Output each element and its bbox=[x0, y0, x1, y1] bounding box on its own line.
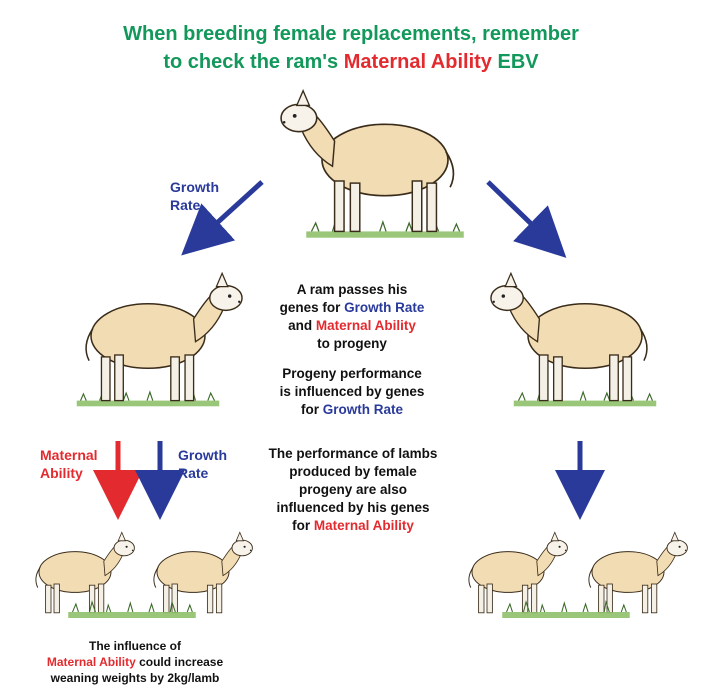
lamb-sheep-icon bbox=[589, 532, 688, 612]
growth-rate-highlight: Growth Rate bbox=[344, 300, 424, 315]
text-line: is influenced by genes bbox=[262, 383, 442, 401]
label-line: Growth bbox=[170, 178, 219, 196]
label-line: Growth bbox=[178, 446, 227, 464]
text-line: produced by female bbox=[250, 463, 456, 481]
center-paragraph-3: The performance of lambs produced by fem… bbox=[250, 445, 456, 535]
text-part: could increase bbox=[136, 655, 223, 669]
ewe-sheep-icon bbox=[491, 273, 656, 406]
growth-rate-label-left: Growth Rate bbox=[178, 446, 227, 482]
text-part: genes for bbox=[280, 300, 345, 315]
growth-rate-label-top: Growth Rate bbox=[170, 178, 219, 214]
maternal-ability-highlight: Maternal Ability bbox=[314, 518, 414, 533]
text-part: for bbox=[292, 518, 314, 533]
center-paragraph-1: A ram passes his genes for Growth Rate a… bbox=[262, 281, 442, 353]
arrow-icon bbox=[488, 182, 552, 244]
bottom-note: The influence of Maternal Ability could … bbox=[20, 638, 250, 686]
lamb-sheep-icon bbox=[36, 532, 135, 612]
text-line: A ram passes his bbox=[262, 281, 442, 299]
text-line: The influence of bbox=[20, 638, 250, 654]
label-line: Rate bbox=[178, 464, 227, 482]
center-paragraph-2: Progeny performance is influenced by gen… bbox=[262, 365, 442, 419]
maternal-ability-highlight: Maternal Ability bbox=[316, 318, 416, 333]
lamb-sheep-icon bbox=[469, 532, 568, 612]
text-part: for bbox=[301, 402, 323, 417]
label-line: Maternal bbox=[40, 446, 98, 464]
maternal-ability-label: Maternal Ability bbox=[40, 446, 98, 482]
ewe-sheep-icon bbox=[77, 273, 242, 406]
ram-sheep-icon bbox=[281, 91, 464, 238]
label-line: Ability bbox=[40, 464, 98, 482]
text-part: and bbox=[288, 318, 316, 333]
maternal-ability-highlight: Maternal Ability bbox=[47, 655, 136, 669]
growth-rate-highlight: Growth Rate bbox=[323, 402, 403, 417]
text-line: progeny are also bbox=[250, 481, 456, 499]
text-line: The performance of lambs bbox=[250, 445, 456, 463]
text-line: influenced by his genes bbox=[250, 499, 456, 517]
text-line: to progeny bbox=[262, 335, 442, 353]
lamb-sheep-icon bbox=[154, 532, 253, 612]
text-line: Progeny performance bbox=[262, 365, 442, 383]
label-line: Rate bbox=[170, 196, 219, 214]
text-line: weaning weights by 2kg/lamb bbox=[20, 670, 250, 686]
